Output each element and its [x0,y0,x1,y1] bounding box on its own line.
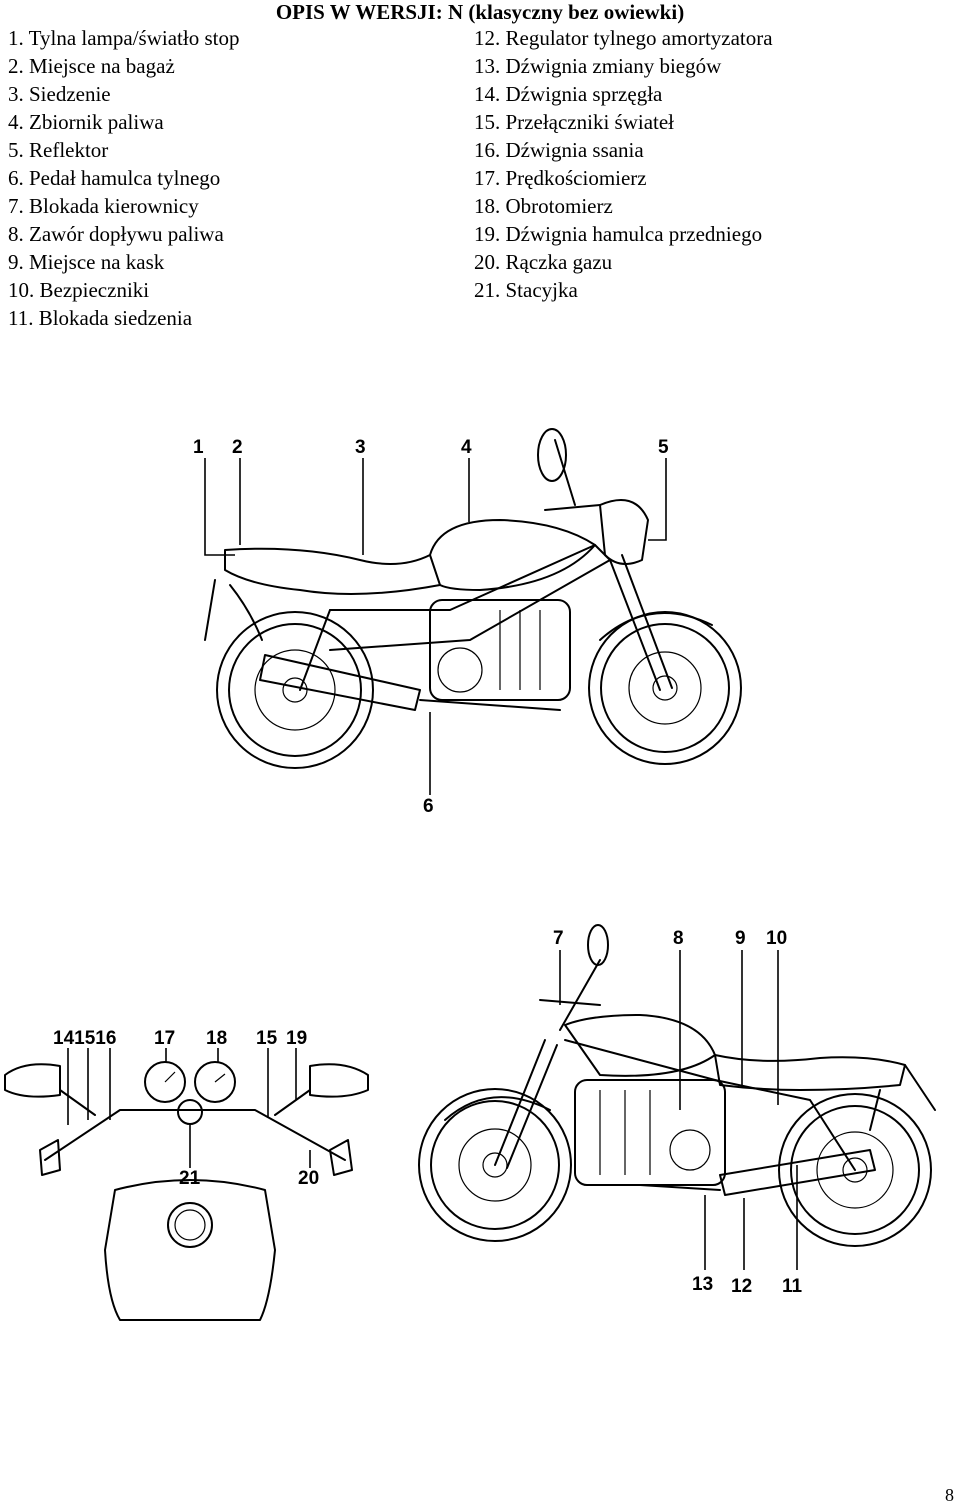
legend-item: 15. Przełączniki świateł [474,110,675,134]
legend-item: 2. Miejsce na bagaż [8,54,175,78]
callout-3: 3 [355,437,366,458]
legend-item: 20. Rączka gazu [474,250,613,274]
callout-13: 13 [692,1274,714,1295]
page-title: OPIS W WERSJI: N (klasyczny bez owiewki) [275,0,685,24]
callout-18: 18 [206,1028,228,1049]
motorcycle-left-side-drawing [418,924,936,1247]
callout-15: 15 [256,1028,278,1049]
legend-item: 13. Dźwignia zmiany biegów [474,54,722,78]
callout-10: 10 [766,928,788,949]
legend-item: 17. Prędkościomierz [474,166,647,190]
callout-5: 5 [658,437,669,458]
callout-leaders-bottom-right [559,950,798,1270]
callout-9: 9 [735,928,746,949]
legend-item: 9. Miejsce na kask [8,250,165,274]
legend-item: 6. Pedał hamulca tylnego [8,166,221,190]
callout-8: 8 [673,928,684,949]
legend-item: 4. Zbiornik paliwa [8,110,164,134]
legend-item: 18. Obrotomierz [474,194,613,218]
legend-item: 10. Bezpieczniki [8,278,150,302]
legend-item: 19. Dźwignia hamulca przedniego [474,222,763,246]
callout-12: 12 [731,1276,753,1297]
callout-1: 1 [193,437,204,458]
cockpit-top-view-drawing [4,1061,369,1321]
legend-item: 16. Dźwignia ssania [474,138,644,162]
callout-21: 21 [179,1168,201,1189]
page-number: 8 [945,1485,954,1505]
callout-leaders-cockpit [67,1048,311,1168]
legend-item: 3. Siedzenie [8,82,111,106]
callout-17: 17 [154,1028,176,1049]
legend-item: 14. Dźwignia sprzęgła [474,82,663,106]
legend-item: 11. Blokada siedzenia [8,306,193,330]
callout-2: 2 [232,437,243,458]
callout-14-15-16: 141516 [53,1028,117,1049]
legend-item: 5. Reflektor [8,138,109,162]
legend-item: 7. Blokada kierownicy [8,194,199,218]
motorcycle-right-side-drawing [204,428,742,769]
callout-20: 20 [298,1168,320,1189]
legend-right-column: 12. Regulator tylnego amortyzatora 13. D… [474,24,773,304]
legend-item: 1. Tylna lampa/światło stop [8,26,240,50]
callout-6: 6 [423,796,434,817]
callout-19: 19 [286,1028,308,1049]
legend-item: 21. Stacyjka [474,278,578,302]
callout-7: 7 [553,928,564,949]
callout-leaders-top [204,458,667,795]
legend-item: 12. Regulator tylnego amortyzatora [474,26,773,50]
callout-4: 4 [461,437,472,458]
legend-left-column: 1. Tylna lampa/światło stop 2. Miejsce n… [8,24,239,332]
legend-item: 8. Zawór dopływu paliwa [8,222,224,246]
callout-11: 11 [782,1276,803,1297]
